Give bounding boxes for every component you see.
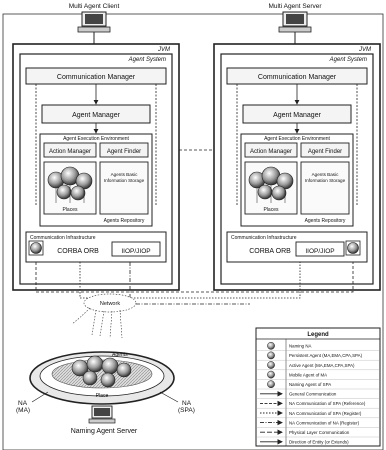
na-ma-label: NA(MA) — [16, 400, 30, 414]
legend-text: Mobile Agent of MA — [289, 372, 327, 377]
legend-text: Naming NA — [289, 344, 312, 349]
places-label: Places — [263, 207, 279, 213]
corba-label: CORBA ORB — [249, 248, 291, 255]
legend: Legend Naming NA Persistent Agent (MA,EMA… — [256, 328, 380, 446]
legend-text: NA Communication of SPA (Reference) — [289, 401, 366, 406]
legend-text: Active Agent (MA,EMA,CPA,SPA) — [289, 363, 355, 368]
iiop-label: IIOP/JIOP — [121, 248, 150, 255]
server-label: Multi Agent Server — [268, 3, 322, 10]
network-label: Network — [100, 301, 120, 307]
na-agent-icon — [29, 241, 43, 255]
agent-manager-label: Agent Manager — [273, 112, 322, 119]
circle-na-icon — [267, 342, 274, 349]
naming-server-computer-icon — [89, 406, 115, 423]
execution-environment-label: Agent Execution Environment — [63, 136, 129, 142]
execution-environment-label: Agent Execution Environment — [264, 136, 330, 142]
corba-label: CORBA ORB — [57, 248, 99, 255]
legend-text: Naming Agent of SPA — [289, 382, 331, 387]
legend-text: NA Communication of SPA (Register) — [289, 411, 362, 416]
legend-title: Legend — [307, 332, 329, 338]
server-computer-icon — [279, 12, 311, 32]
network-cloud: Network — [72, 294, 136, 338]
agents-repository-label: Agents Repository — [305, 218, 346, 224]
info-storage-label: Agents Basic Information Storage — [302, 172, 348, 184]
iiop-label: IIOP/JIOP — [305, 248, 334, 255]
naming-server-label: Naming Agent Server — [71, 428, 138, 435]
circle-ma-icon — [267, 371, 274, 378]
communication-manager-label: Communication Manager — [57, 74, 136, 81]
place-label: Place — [96, 393, 109, 399]
agent-finder-label: Agent Finder — [308, 149, 342, 155]
communication-manager-label: Communication Manager — [258, 74, 337, 81]
agent-system-label: Agent System — [329, 57, 367, 63]
places-label: Places — [62, 207, 78, 213]
legend-text: NA Communication of NA (Register) — [289, 420, 360, 425]
client-label: Multi Agent Client — [69, 3, 120, 10]
right-system: JVM Agent System Communication Manager A… — [214, 44, 380, 290]
agents-repository-label: Agents Repository — [104, 218, 145, 224]
agents-label: Agents — [112, 352, 128, 358]
jvm-label: JVM — [358, 47, 371, 53]
circle-pa-icon — [267, 352, 274, 359]
agent-finder-label: Agent Finder — [107, 149, 141, 155]
na-spa-label: NA(SPA) — [178, 400, 195, 414]
action-manager-label: Action Manager — [49, 149, 91, 155]
info-storage-label: Agents Basic Information Storage — [101, 172, 147, 184]
comm-infrastructure-label: Communication Infrastructure — [30, 235, 96, 241]
naming-ring: Agents Place — [30, 352, 174, 404]
circle-spa-icon — [267, 381, 274, 388]
circle-aa-icon — [267, 361, 274, 368]
agent-system-label: Agent System — [128, 57, 166, 63]
jvm-label: JVM — [157, 47, 170, 53]
legend-text: Persistent Agent (MA,EMA,CPA,SPA) — [289, 353, 363, 358]
comm-infrastructure-label: Communication Infrastructure — [231, 235, 297, 241]
action-manager-label: Action Manager — [250, 149, 292, 155]
agent-manager-label: Agent Manager — [72, 112, 121, 119]
client-computer-icon — [78, 12, 110, 32]
legend-text: Direction of Entity (or Extends) — [289, 440, 349, 445]
legend-text: General Communication — [289, 392, 337, 397]
na-agent-icon — [346, 241, 360, 255]
left-system: JVM Agent System Communication Manager A… — [13, 44, 179, 290]
legend-text: Physical Layer Communication — [289, 430, 350, 435]
